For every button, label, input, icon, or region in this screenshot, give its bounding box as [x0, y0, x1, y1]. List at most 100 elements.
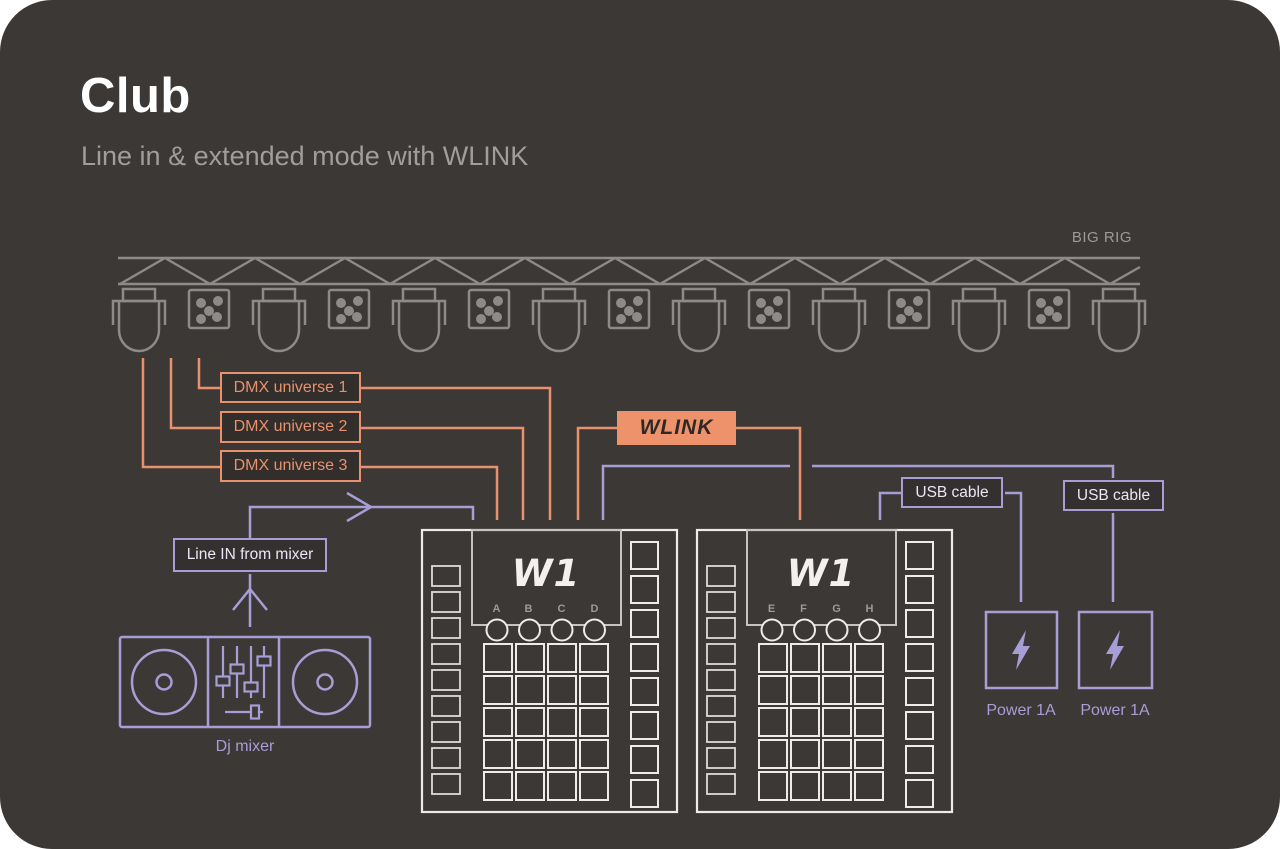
pad-button [483, 739, 513, 769]
pad-button [515, 771, 545, 801]
pad-button [547, 675, 577, 705]
dmx-out-line [361, 426, 525, 520]
side-button [431, 565, 461, 587]
device-top-panel [471, 529, 622, 626]
power-adapter [1077, 610, 1154, 690]
pad-button [758, 643, 788, 673]
wlink-line [736, 426, 802, 520]
side-button [431, 643, 461, 665]
moving-head-light [391, 287, 447, 353]
big-rig-label: BIG RIG [1071, 229, 1132, 246]
side-button [630, 779, 659, 808]
side-button [706, 747, 736, 769]
pad-button [758, 675, 788, 705]
pad-button [547, 643, 577, 673]
pad-button [790, 771, 820, 801]
link-line [601, 464, 790, 520]
dmx-universe-1-label: DMX universe 1 [220, 372, 361, 403]
pad-button [579, 771, 609, 801]
pad-button [579, 707, 609, 737]
pad-button [758, 771, 788, 801]
pad-button [790, 675, 820, 705]
link-line [812, 464, 1115, 478]
dmx-feed-line [141, 358, 220, 469]
pad-button [515, 707, 545, 737]
moving-head-light [111, 287, 167, 353]
moving-head-light [811, 287, 867, 353]
wlink-line [576, 426, 618, 520]
power-bolt-icon [1106, 630, 1124, 670]
side-button [706, 721, 736, 743]
pad-button [822, 707, 852, 737]
side-button [706, 565, 736, 587]
w1-device [695, 528, 954, 814]
port-knob [583, 618, 606, 642]
pad-button [579, 643, 609, 673]
side-button [905, 643, 934, 672]
dj-mixer [118, 635, 372, 729]
side-button [905, 677, 934, 706]
pad-button [483, 707, 513, 737]
port-label-e: E [767, 603, 777, 615]
port-knob [825, 618, 849, 642]
pad-button [547, 739, 577, 769]
side-button [630, 677, 659, 706]
rig-lights [111, 287, 1147, 353]
side-button [706, 669, 736, 691]
moving-head-light [1091, 287, 1147, 353]
dmx-universe-2-label: DMX universe 2 [220, 411, 361, 443]
pad-button [854, 707, 884, 737]
pad-button [854, 675, 884, 705]
moving-head-light [251, 287, 307, 353]
line-in-label: Line IN from mixer [173, 538, 327, 572]
w1-logo: W1 [786, 551, 856, 595]
side-button [630, 745, 659, 774]
device-top-panel [746, 529, 897, 626]
dj-mixer-label: Dj mixer [215, 738, 275, 755]
power-1a-label: Power 1A [1080, 702, 1150, 719]
port-label-a: A [492, 603, 502, 615]
pad-button [579, 739, 609, 769]
page-subtitle: Line in & extended mode with WLINK [81, 141, 529, 171]
port-label-g: G [832, 603, 842, 615]
port-knob [485, 618, 509, 642]
side-button [630, 609, 659, 638]
w1-device [420, 528, 679, 814]
pad-button [758, 707, 788, 737]
side-button [706, 695, 736, 717]
side-button [630, 643, 659, 672]
led-panel-light [467, 288, 511, 330]
side-button [630, 575, 659, 604]
pad-button [515, 739, 545, 769]
side-button [431, 617, 461, 639]
port-label-h: H [865, 603, 875, 615]
port-label-d: D [590, 603, 600, 615]
usb-cable-2-label: USB cable [1063, 480, 1164, 511]
led-panel-light [187, 288, 231, 330]
side-button [431, 591, 461, 613]
w1-devices [420, 528, 954, 814]
port-label-f: F [800, 603, 808, 615]
side-button [905, 711, 934, 740]
side-button [706, 643, 736, 665]
pad-button [790, 739, 820, 769]
truss [118, 256, 1141, 286]
power-adapters [984, 610, 1154, 690]
pad-button [483, 771, 513, 801]
led-panel-light [887, 288, 931, 330]
dmx-feed-line [169, 358, 220, 430]
port-knob [760, 618, 784, 642]
side-button [431, 721, 461, 743]
pad-button [483, 643, 513, 673]
port-knob [858, 618, 881, 642]
dmx-universe-3-label: DMX universe 3 [220, 450, 361, 482]
wlink-label: WLINK [617, 411, 736, 445]
pad-button [547, 707, 577, 737]
pad-button [854, 771, 884, 801]
side-button [905, 609, 934, 638]
led-panel-light [1027, 288, 1071, 330]
led-panel-light [327, 288, 371, 330]
pad-button [515, 675, 545, 705]
pad-button [822, 739, 852, 769]
